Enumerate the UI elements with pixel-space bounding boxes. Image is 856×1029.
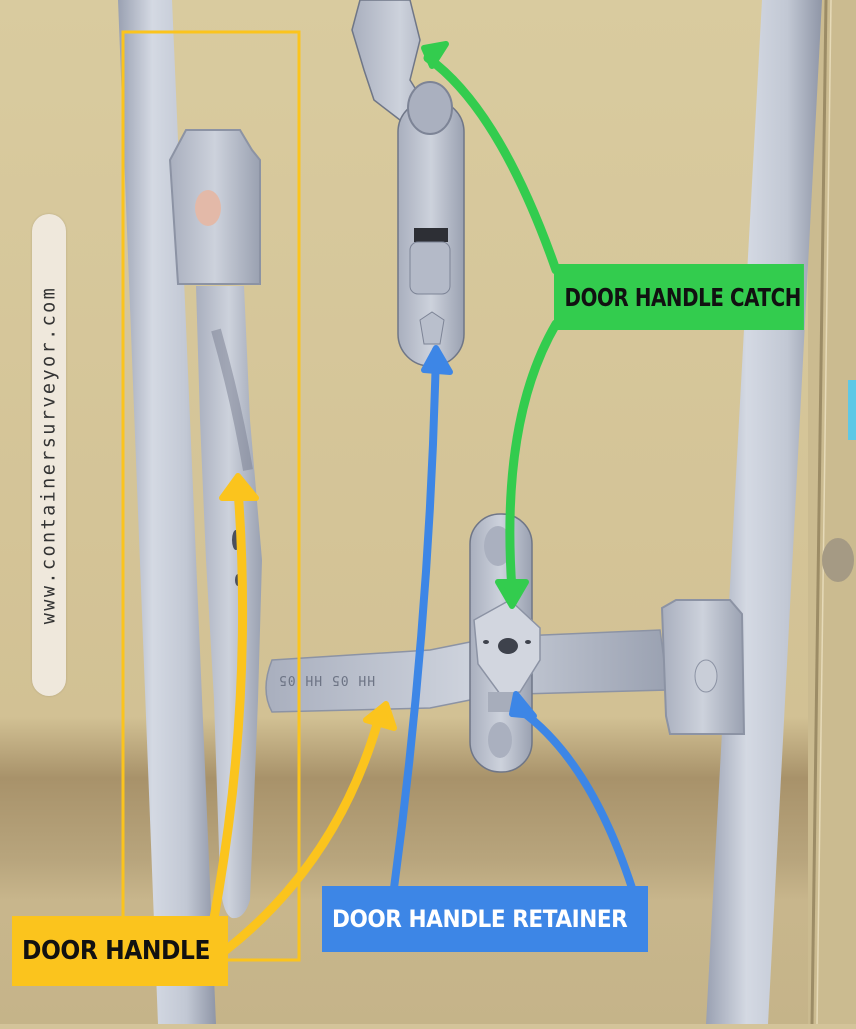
label-door-handle: DOOR HANDLE [12,916,228,986]
handle-bar [265,629,669,713]
door-handle-arrow-1 [209,485,248,923]
watermark-badge: www.containersurveyor.com [32,214,66,696]
label-text: DOOR HANDLE RETAINER [332,905,628,933]
left-locking-rod [118,0,216,1024]
label-text: DOOR HANDLE CATCH [564,282,802,312]
watermark-text: www.containersurveyor.com [38,285,60,625]
right-locking-rod [706,0,822,1024]
door-handle-arrow-2 [221,709,385,955]
label-door-handle-retainer: DOOR HANDLE RETAINER [322,886,648,952]
bracket-rivet [195,190,221,226]
label-door-handle-catch: DOOR HANDLE CATCH [554,264,804,330]
handle-stamp-marking: HH 05 HH 05 [278,672,376,687]
door-handle-retainer-arrow-2 [516,706,636,892]
door-handle-retainer-arrow-1 [390,346,440,892]
door-handle-catch-arrow-1 [423,53,561,275]
label-text: DOOR HANDLE [22,936,211,966]
door-handle-catch-arrow-2 [505,319,561,595]
